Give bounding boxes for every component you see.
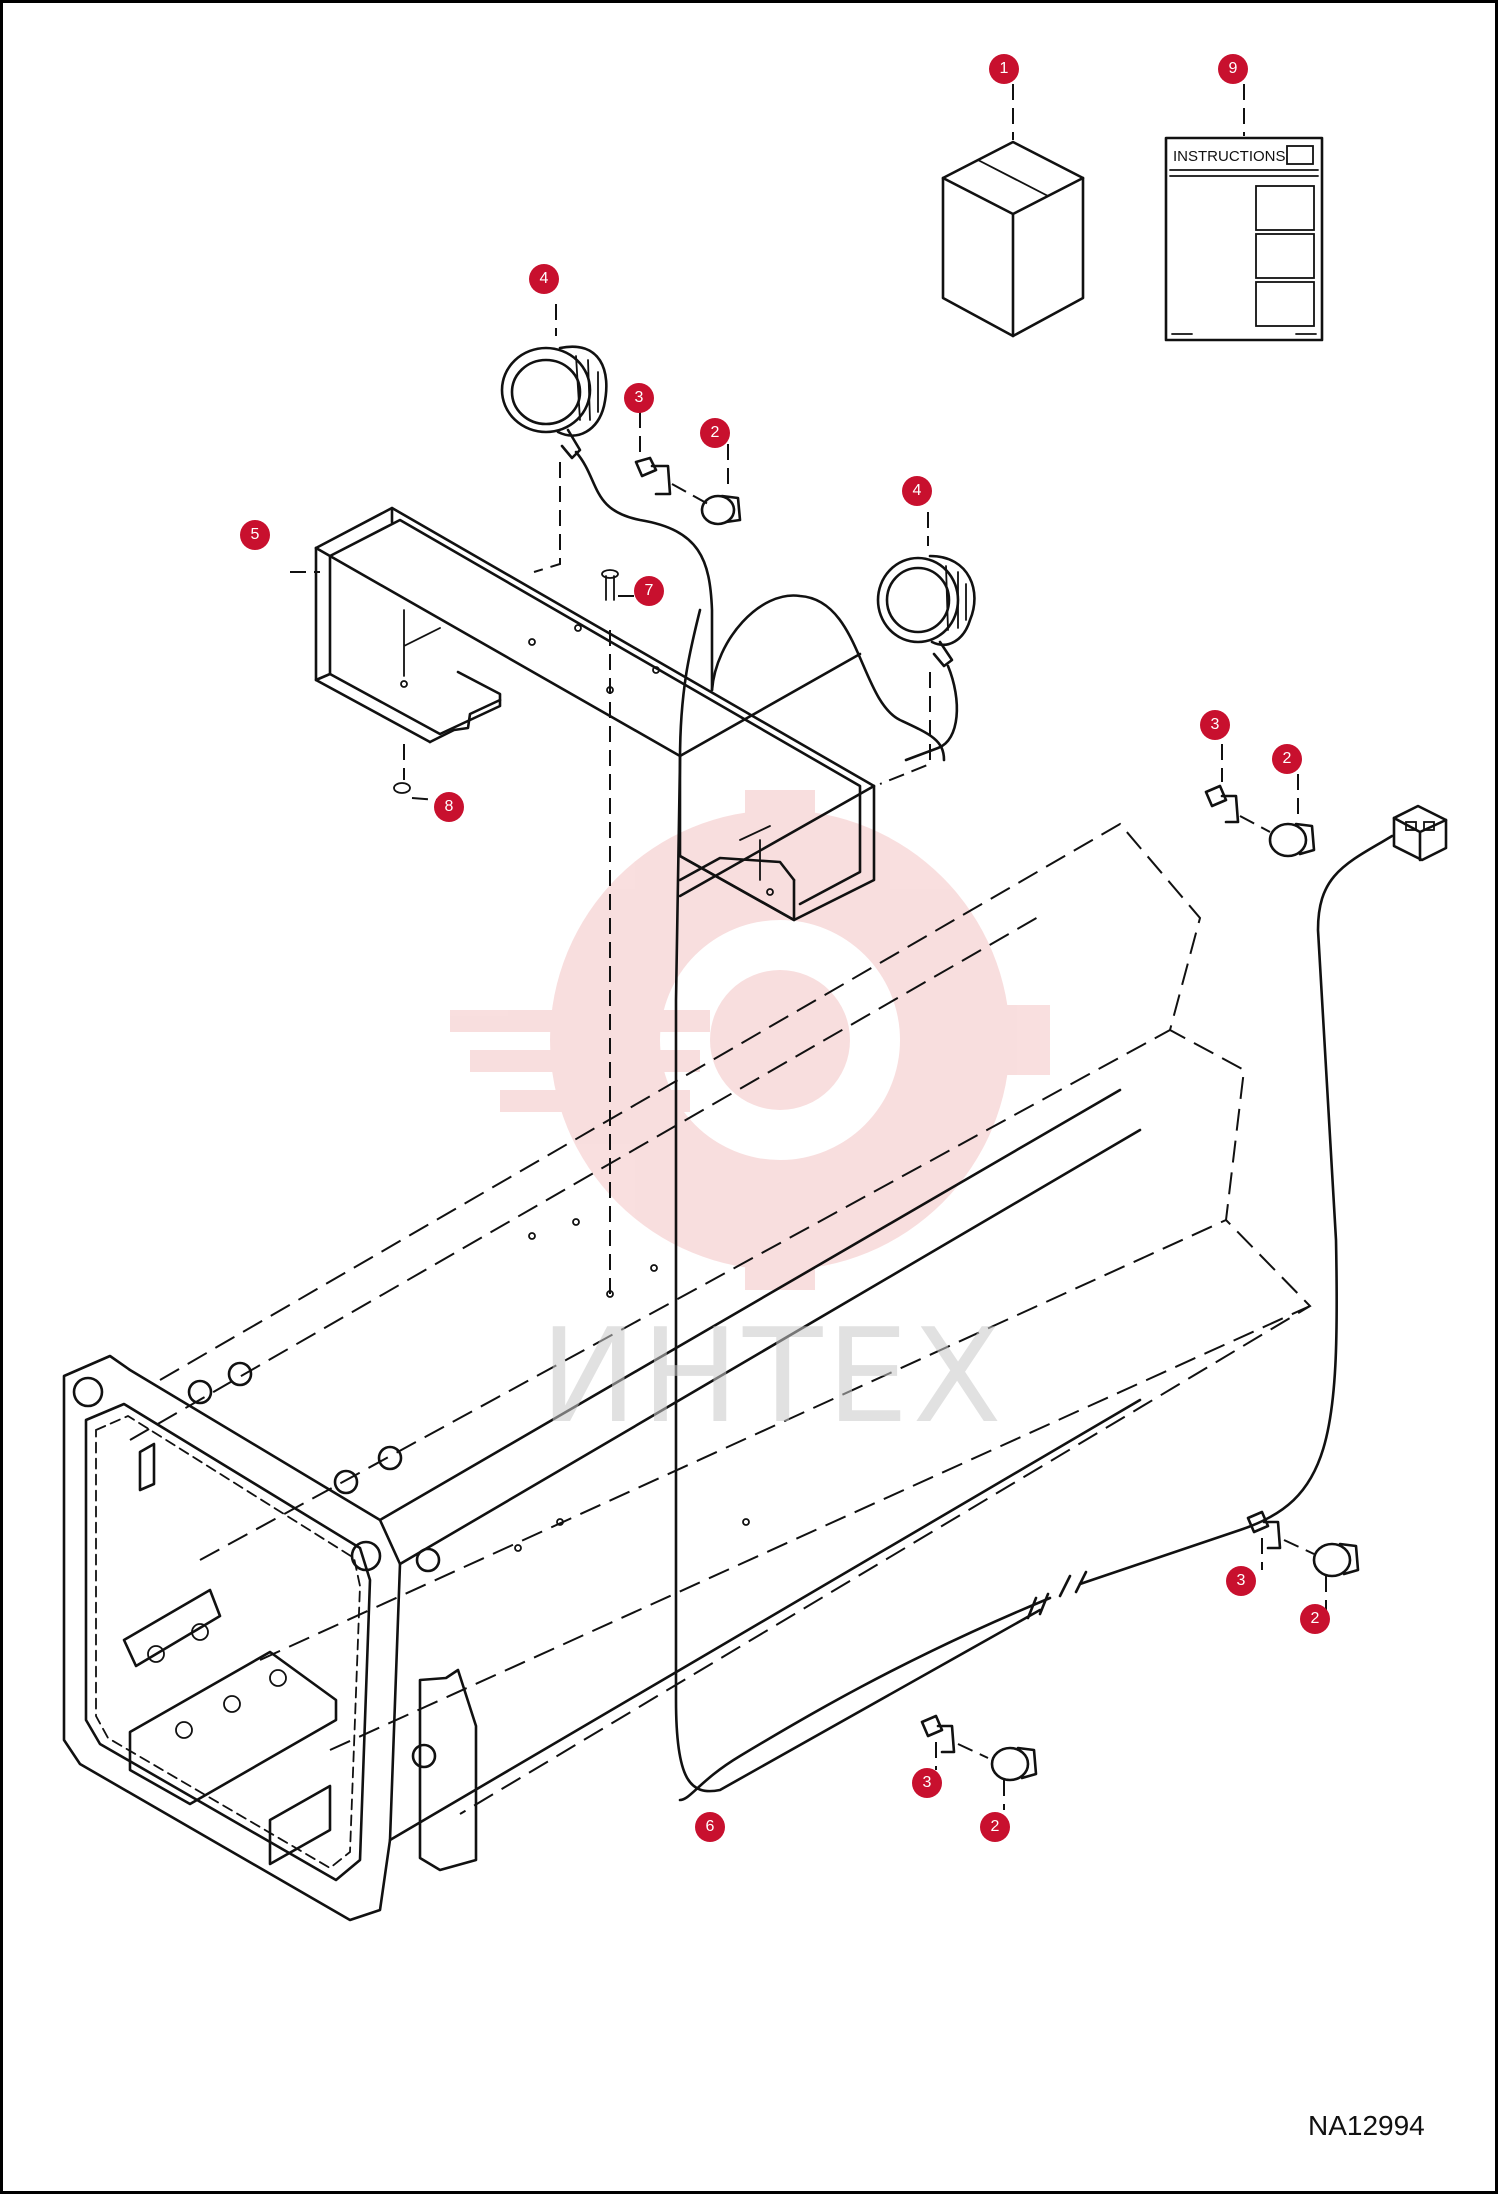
clip-screw-part-3c (1246, 1510, 1315, 1570)
clip-screw-part-3d (920, 1714, 989, 1770)
washer-part-8 (393, 744, 439, 801)
clip-ring-part-2d (990, 1746, 1038, 1810)
callout-5: 5 (240, 520, 270, 550)
callout-1: 1 (989, 54, 1019, 84)
bolt-part-7 (601, 569, 648, 1300)
clip-screw-part-3b (1204, 744, 1271, 833)
callout-2-right: 2 (1272, 744, 1302, 774)
callout-3-right: 3 (1200, 710, 1230, 740)
callout-8: 8 (434, 792, 464, 822)
box-part-1 (941, 84, 1085, 338)
callout-6: 6 (695, 1812, 725, 1842)
work-light-part-4b (876, 512, 976, 785)
callout-4-left-light: 4 (529, 264, 559, 294)
light-bar-bracket-part-5 (290, 506, 876, 922)
wire-harness-part-6 (674, 608, 1050, 1793)
clip-ring-part-2b (1268, 774, 1316, 858)
clip-screw-part-3a (634, 412, 709, 505)
callout-4-right-light: 4 (902, 476, 932, 506)
callout-2-bottom: 2 (980, 1812, 1010, 1842)
watermark-text: ИНТЕХ (540, 1300, 1006, 1452)
callout-3-lower-right: 3 (1226, 1566, 1256, 1596)
clip-ring-part-2c (1312, 1542, 1360, 1610)
clip-ring-part-2a (700, 444, 742, 526)
callout-2-lower-right: 2 (1300, 1604, 1330, 1634)
instruction-sheet-part-9 (1164, 84, 1324, 342)
callout-2-top: 2 (700, 418, 730, 448)
callout-7: 7 (634, 576, 664, 606)
figure-id: NA12994 (1308, 2110, 1425, 2141)
instructions-label: INSTRUCTIONS (1173, 148, 1286, 165)
callout-3-bottom: 3 (912, 1768, 942, 1798)
work-light-part-4a (500, 304, 946, 762)
callout-3-top: 3 (624, 383, 654, 413)
machine-mounting-plate (62, 1088, 1142, 1922)
watermark-gear-logo (450, 790, 1050, 1290)
machine-boom-phantom (129, 822, 1312, 1815)
callout-9: 9 (1218, 54, 1248, 84)
